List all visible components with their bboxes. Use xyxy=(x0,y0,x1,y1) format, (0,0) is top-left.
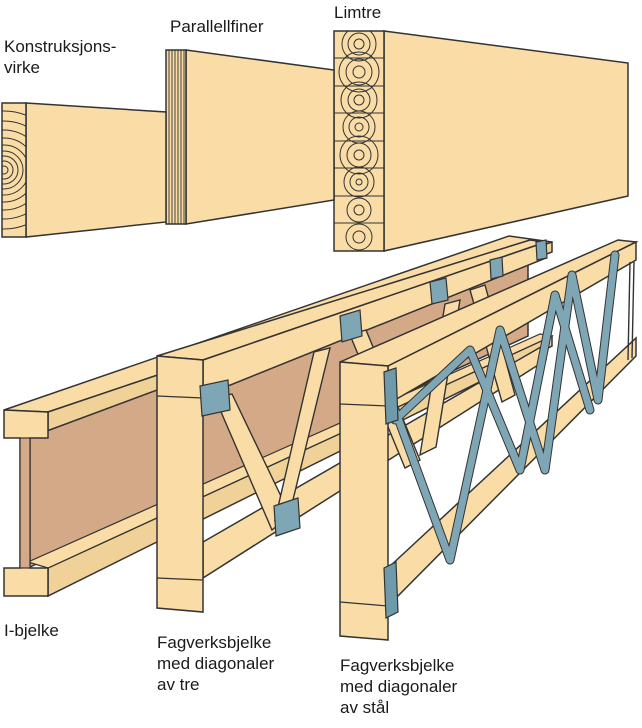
nail-plate xyxy=(429,277,449,305)
label-limtre-line1: Limtre xyxy=(334,3,382,22)
steel-diagonal xyxy=(391,251,619,564)
limtre-side xyxy=(383,30,629,252)
label-konstruksjonsvirke-line1: Konstruksjons- xyxy=(4,37,117,56)
steel-plate xyxy=(383,367,399,425)
label-fagverk-tre-line3: av tre xyxy=(157,675,200,694)
label-i-bjelke: I-bjelke xyxy=(4,620,59,641)
konstruksjonsvirke-end-grain xyxy=(1,102,27,238)
label-fagverk-stal-line2: med diagonaler xyxy=(340,677,458,696)
label-konstruksjonsvirke-line2: virke xyxy=(4,58,40,77)
label-i-bjelke-line1: I-bjelke xyxy=(4,621,59,640)
parallellfiner-side xyxy=(185,49,335,225)
fagverk-tre-end-post xyxy=(156,355,204,613)
label-fagverk-tre-line2: med diagonaler xyxy=(157,654,275,673)
label-fagverk-stal-line1: Fagverksbjelke xyxy=(340,656,455,675)
konstruksjonsvirke-side xyxy=(25,102,167,238)
nail-plate xyxy=(535,239,548,261)
label-konstruksjonsvirke: Konstruksjons- virke xyxy=(4,36,116,78)
steel-diagonal xyxy=(391,291,594,474)
fagverk-stal-end-post xyxy=(339,361,389,641)
nail-plate xyxy=(489,256,504,280)
label-limtre: Limtre xyxy=(334,2,381,23)
label-fagverk-stal-line3: av stål xyxy=(340,698,390,717)
label-parallellfiner-line1: Parallellfiner xyxy=(170,17,264,36)
label-fagverk-stal: Fagverksbjelke med diagonaler av stål xyxy=(340,655,457,718)
konstruksjonsvirke-beam xyxy=(1,102,167,238)
nail-plate xyxy=(199,379,231,417)
nail-plate xyxy=(339,309,363,343)
label-fagverk-tre: Fagverksbjelke med diagonaler av tre xyxy=(157,632,274,695)
parallellfiner-beam xyxy=(165,49,335,225)
nail-plate xyxy=(273,497,301,537)
label-fagverk-tre-line1: Fagverksbjelke xyxy=(157,633,272,652)
steel-plate xyxy=(383,561,399,619)
limtre-beam xyxy=(333,30,629,252)
label-parallellfiner: Parallellfiner xyxy=(170,16,264,37)
fagverksbjelke-stal xyxy=(339,239,639,641)
